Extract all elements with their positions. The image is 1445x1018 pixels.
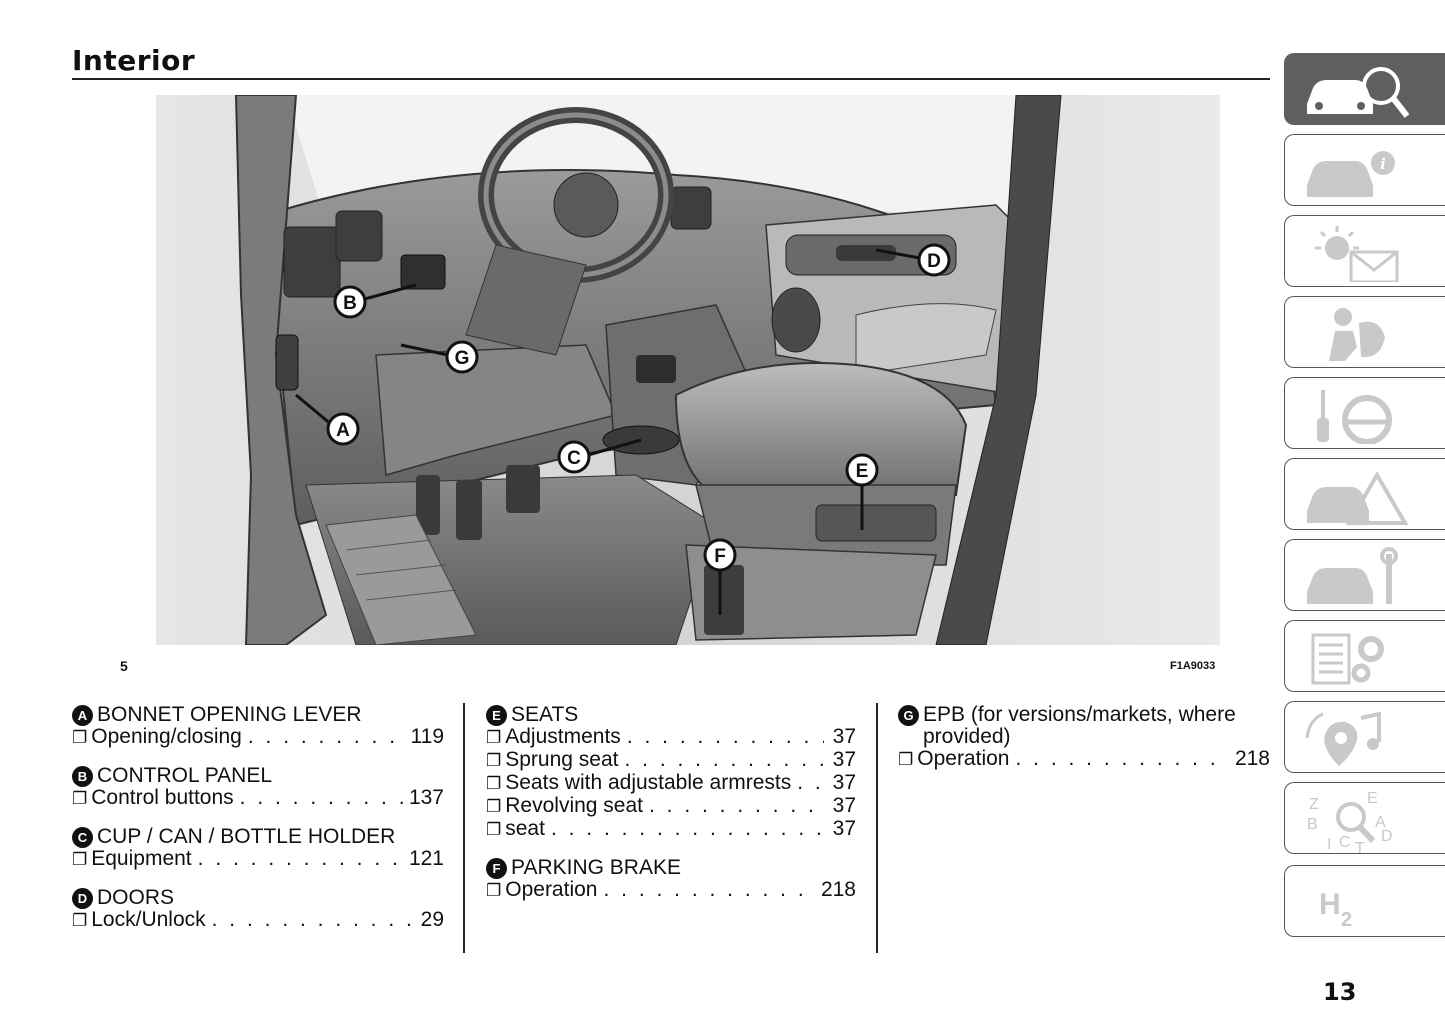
callout-d: D xyxy=(917,243,951,277)
index-entry[interactable]: ❐Control buttons137 xyxy=(72,787,444,810)
badge-a: A xyxy=(72,705,93,726)
car-info-icon: i xyxy=(1307,151,1395,197)
tab-emergency[interactable] xyxy=(1284,458,1445,530)
svg-text:B: B xyxy=(1307,816,1318,833)
group-heading: EPB (for versions/markets, where provide… xyxy=(923,703,1236,748)
warning-light-message-icon xyxy=(1315,226,1399,282)
car-search-icon xyxy=(1307,67,1409,118)
badge-c: C xyxy=(72,827,93,848)
tab-maintenance[interactable] xyxy=(1284,539,1445,611)
tab-getting-to-know[interactable] xyxy=(1284,53,1445,125)
figure-number: 5 xyxy=(120,658,128,674)
callout-e: E xyxy=(845,453,879,487)
callout-b: B xyxy=(333,285,367,319)
technical-data-gear-icon xyxy=(1311,633,1384,685)
column-divider xyxy=(463,703,465,953)
emergency-triangle-icon xyxy=(1307,471,1409,525)
badge-e: E xyxy=(486,705,507,726)
index-entry[interactable]: ❐Operation218 xyxy=(486,879,856,902)
callout-c: C xyxy=(557,440,591,474)
index-entry[interactable]: ❐Revolving seat37 xyxy=(486,795,856,818)
svg-text:A: A xyxy=(336,420,350,441)
svg-text:D: D xyxy=(927,251,941,272)
alphabetical-index-icon: Z E B A I C T D xyxy=(1307,790,1393,855)
index-entry[interactable]: ❐Operation218 xyxy=(898,748,1270,771)
group-heading: CUP / CAN / BOTTLE HOLDER xyxy=(97,825,396,848)
svg-text:C: C xyxy=(567,448,581,469)
index-entry[interactable]: ❐Adjustments37 xyxy=(486,726,856,749)
title-rule xyxy=(72,78,1270,80)
group-heading: SEATS xyxy=(511,703,579,726)
multimedia-icon xyxy=(1305,711,1381,766)
index-entry[interactable]: ❐seat37 xyxy=(486,818,856,841)
page-number: 13 xyxy=(1323,978,1357,1006)
index-entry[interactable]: ❐Sprung seat37 xyxy=(486,749,856,772)
group-heading: CONTROL PANEL xyxy=(97,764,273,787)
safety-airbag-icon xyxy=(1329,308,1385,361)
page-title: Interior xyxy=(72,44,196,77)
badge-d: D xyxy=(72,888,93,909)
svg-text:C: C xyxy=(1339,834,1351,851)
callout-f: F xyxy=(703,538,737,572)
tab-safety[interactable] xyxy=(1284,296,1445,368)
tab-dashboard[interactable]: i xyxy=(1284,134,1445,206)
svg-text:D: D xyxy=(1381,828,1393,845)
svg-text:G: G xyxy=(455,348,470,369)
svg-text:I: I xyxy=(1327,836,1331,853)
figure-code: F1A9033 xyxy=(1170,660,1216,672)
tab-warnings[interactable] xyxy=(1284,215,1445,287)
badge-f: F xyxy=(486,858,507,879)
callout-a: A xyxy=(326,412,360,446)
badge-g: G xyxy=(898,705,919,726)
svg-text:E: E xyxy=(856,461,869,482)
svg-text:T: T xyxy=(1355,840,1365,855)
index-entry[interactable]: ❐Equipment121 xyxy=(72,848,444,871)
car-wrench-icon xyxy=(1307,547,1398,604)
interior-illustration: A B C D E F G xyxy=(156,95,1220,645)
tab-h2[interactable]: H 2 xyxy=(1284,865,1445,937)
tab-index[interactable]: Z E B A I C T D xyxy=(1284,782,1445,855)
group-heading: BONNET OPENING LEVER xyxy=(97,703,362,726)
svg-text:H: H xyxy=(1319,888,1341,921)
group-heading: PARKING BRAKE xyxy=(511,856,681,879)
svg-text:F: F xyxy=(714,546,726,567)
svg-text:B: B xyxy=(343,293,357,314)
tab-multimedia[interactable] xyxy=(1284,701,1445,773)
svg-text:A: A xyxy=(1375,814,1386,831)
tab-technical-data[interactable] xyxy=(1284,620,1445,692)
index-entry[interactable]: ❐Opening/closing119 xyxy=(72,726,444,749)
svg-text:i: i xyxy=(1380,155,1386,173)
index-entry[interactable]: ❐Seats with adjustable armrests37 xyxy=(486,772,856,795)
callout-g: G xyxy=(445,340,479,374)
h2-icon: H 2 xyxy=(1319,888,1352,931)
svg-text:2: 2 xyxy=(1341,909,1352,931)
badge-b: B xyxy=(72,766,93,787)
group-heading: DOORS xyxy=(97,886,175,909)
tab-starting-driving[interactable] xyxy=(1284,377,1445,449)
column-divider xyxy=(876,703,878,953)
svg-text:E: E xyxy=(1367,790,1378,807)
svg-text:Z: Z xyxy=(1309,796,1319,813)
index-entry[interactable]: ❐Lock/Unlock29 xyxy=(72,909,444,932)
key-steering-wheel-icon xyxy=(1317,390,1392,444)
